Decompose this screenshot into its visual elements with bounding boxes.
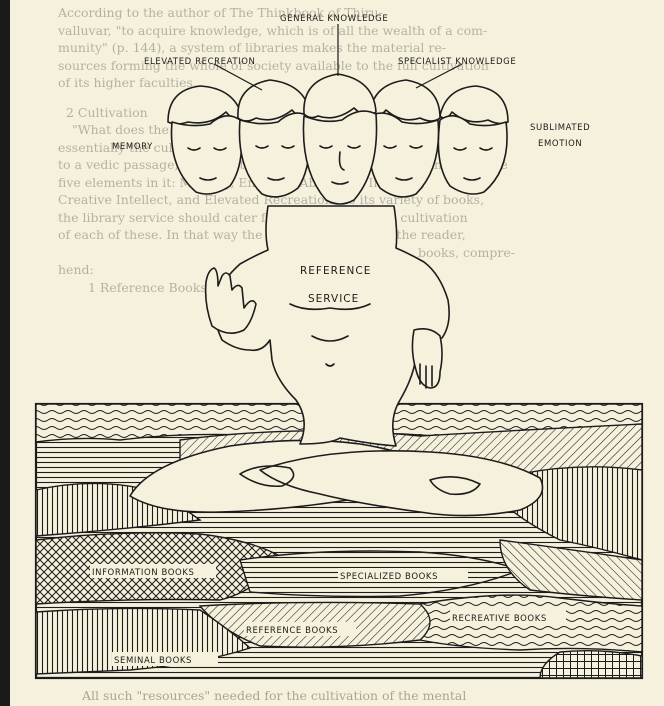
right-hand (412, 329, 442, 388)
label-recreative-books: RECREATIVE BOOKS (452, 614, 547, 624)
strata-bottom-right (540, 651, 642, 678)
label-general-knowledge: GENERAL KNOWLEDGE (280, 14, 388, 24)
label-information-books: INFORMATION BOOKS (92, 568, 195, 578)
head-elevated-recreation (238, 80, 310, 197)
label-elevated-recreation: ELEVATED RECREATION (144, 57, 256, 67)
label-reference-books: REFERENCE BOOKS (246, 626, 338, 636)
bottom-body-text: All such "resources" needed for the cult… (81, 688, 466, 703)
label-service: SERVICE (308, 293, 359, 305)
right-hand-offering (412, 329, 442, 388)
face (239, 113, 309, 197)
head-specialist-knowledge (368, 80, 440, 197)
label-emotion: EMOTION (538, 139, 582, 149)
face (368, 113, 438, 197)
label-reference: REFERENCE (300, 265, 371, 277)
label-specialized-books: SPECIALIZED BOOKS (340, 572, 438, 582)
head-sublimated-emotion (438, 86, 508, 194)
label-seminal-books: SEMINAL BOOKS (114, 656, 192, 666)
face (438, 116, 507, 194)
label-sublimated: SUBLIMATED (530, 123, 590, 133)
five-heads (168, 74, 508, 204)
label-memory: MEMORY (112, 142, 153, 152)
head-memory (168, 86, 242, 194)
face (172, 116, 242, 194)
label-specialist-knowledge: SPECIALIST KNOWLEDGE (398, 57, 516, 67)
head-general-knowledge (303, 74, 376, 204)
